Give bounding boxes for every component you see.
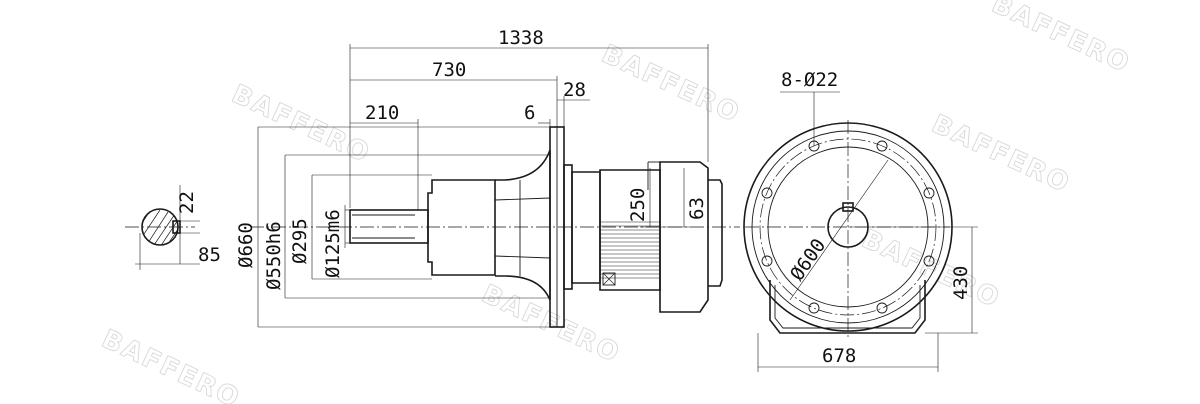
bolt-hole [876, 302, 888, 314]
dim-shaft-dia: Ø125m6 [322, 209, 344, 278]
watermark-text: BAFFERO [987, 0, 1135, 79]
motor-fins [600, 221, 660, 279]
dim-shaft-length: 210 [365, 102, 399, 124]
dim-key-width: 22 [176, 191, 198, 214]
fan-cover [708, 179, 723, 287]
adapter [571, 171, 601, 284]
dim-flange-thickness: 28 [563, 79, 586, 101]
end-view-base [769, 280, 926, 334]
dim-bolt-circle: Ø600 [786, 235, 830, 285]
dim-shaft-height: 85 [198, 244, 221, 266]
dim-flange-outer-dia: Ø660 [235, 222, 257, 268]
bolt-hole [923, 187, 935, 199]
dim-end-view-width: 678 [822, 345, 856, 367]
dim-pilot-dia: Ø550h6 [263, 221, 285, 290]
side-view [250, 44, 740, 328]
watermark-text: BAFFERO [927, 109, 1075, 199]
dim-overall-length: 1338 [498, 27, 544, 49]
watermark-text: BAFFERO [97, 324, 245, 404]
shaft-section-view [125, 185, 200, 270]
housing-flare [495, 149, 551, 301]
bolt-hole [923, 255, 935, 267]
dim-flange-offset: 6 [524, 102, 535, 124]
bolt-hole [761, 255, 773, 267]
dim-inner-dia: Ø295 [289, 218, 311, 264]
bolt-circle-leader [789, 159, 889, 301]
end-view [743, 91, 978, 372]
dim-motor-offset: 63 [686, 197, 708, 220]
bolt-hole [761, 187, 773, 199]
motor-end-cover [659, 161, 709, 313]
watermark-text: BAFFERO [227, 79, 375, 169]
dim-motor-height: 250 [627, 188, 649, 222]
terminal-box [602, 272, 616, 286]
dim-bolt-holes: 8-Ø22 [781, 69, 838, 91]
watermark-text: BAFFERO [477, 279, 625, 369]
watermarks: BAFFERO BAFFERO BAFFERO BAFFERO BAFFERO … [97, 0, 1136, 404]
dim-end-view-height: 430 [950, 266, 972, 300]
dim-flange-to-end: 730 [432, 59, 466, 81]
housing-front [427, 179, 496, 276]
bolt-holes [761, 140, 935, 314]
bolt-hole [808, 302, 820, 314]
watermark-text: BAFFERO [597, 39, 745, 129]
shaft-end-key [842, 202, 854, 212]
bolt-hole [876, 140, 888, 152]
